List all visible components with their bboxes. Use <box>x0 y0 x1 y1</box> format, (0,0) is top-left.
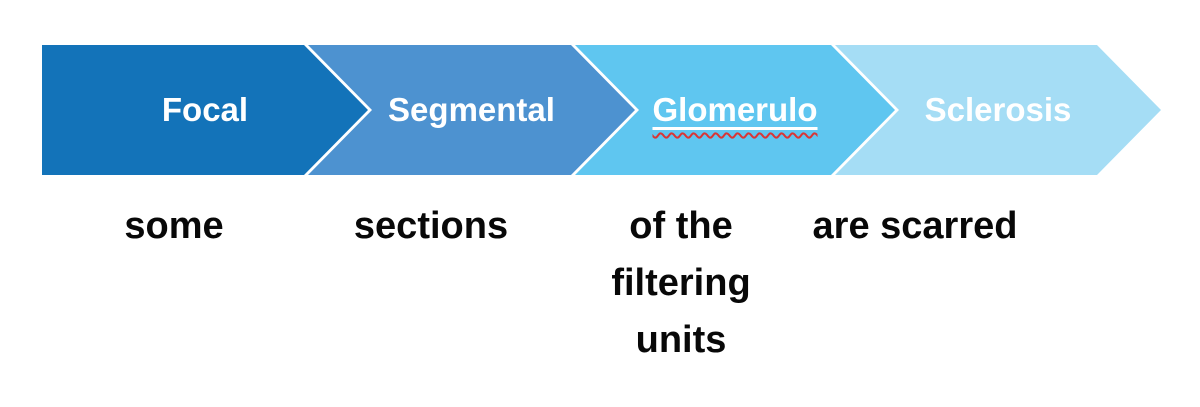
stage-description-glomerulo: of the filtering units <box>611 205 751 361</box>
stage-description-sclerosis: are scarred <box>812 205 1018 247</box>
chevron-stage-focal: Focal <box>42 45 368 175</box>
chevron-label-glomerulo: Glomerulo <box>652 91 817 129</box>
chevron-label-sclerosis: Sclerosis <box>924 91 1072 128</box>
chevron-arrow-band: Focal Segmental Glomerulo Sclerosis <box>0 45 1200 175</box>
chevron-label-segmental: Segmental <box>388 91 555 128</box>
stage-description-focal: some <box>124 205 224 247</box>
stage-description-segmental: sections <box>353 205 509 247</box>
spellcheck-underlined-word: Glomerulo <box>652 91 818 128</box>
chevron-label-focal: Focal <box>161 91 249 128</box>
